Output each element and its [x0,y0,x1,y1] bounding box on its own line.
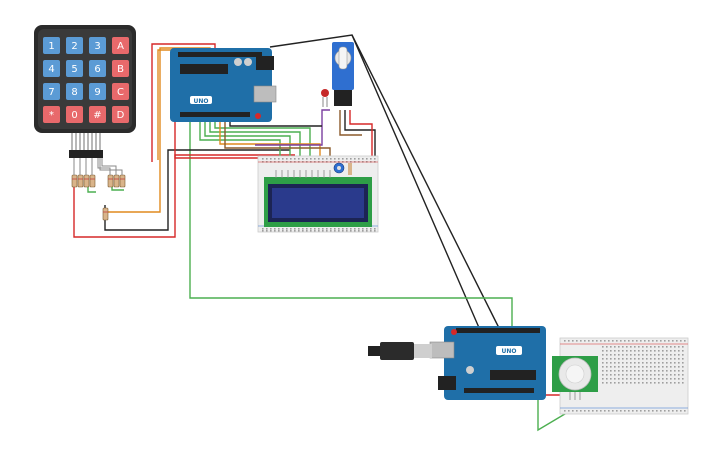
servo [332,42,354,106]
keypad-key-label: C [117,87,124,98]
keypad-key-8: 8 [66,83,83,100]
wire-orange-lcd [219,120,321,165]
keypad-key-label: 5 [71,64,77,75]
lcd-display [264,170,372,227]
keypad-key-label: 1 [48,41,54,52]
keypad-key-label: 8 [71,87,77,98]
keypad-key-label: * [49,110,54,121]
wire-black-servo [344,110,376,158]
resistor [119,174,126,188]
keypad-key-0: 0 [66,106,83,123]
wire-green-lcd4 [214,120,311,165]
keypad-key-C: C [112,83,129,100]
resistor [77,174,84,188]
keypad-key-5: 5 [66,60,83,77]
wire-brown-servo [339,110,362,136]
keypad-key-label: 7 [48,87,54,98]
keypad-connector [69,150,103,158]
keypad-key-label: 6 [94,64,100,75]
wire-green-lcd1 [199,120,281,165]
keypad-keys: 1 2 3 A 4 5 6 B 7 8 9 C * 0 # D [43,37,129,123]
wire-green-long [189,120,513,330]
arduino-top-usb [253,85,277,103]
keypad-key-7: 7 [43,83,60,100]
keypad-key-*: * [43,106,60,123]
keypad-key-6: 6 [89,60,106,77]
keypad-key-9: 9 [89,83,106,100]
keypad-key-1: 1 [43,37,60,54]
arduino-bottom: UNO [429,326,546,400]
arduino-bottom-power-jack [438,376,456,390]
arduino-bottom-reset-button [451,329,457,335]
resistor [113,174,120,188]
breadboard-bottom-holes [564,340,686,412]
resistor [348,163,352,175]
lcd-screen [272,188,364,218]
arduino-bottom-chip [490,370,536,380]
resistor [102,207,109,221]
resistor [107,174,114,188]
arduino-top: UNO [170,48,277,122]
keypad-key-label: A [117,41,124,52]
led-dome [321,89,329,97]
keypad-key-label: D [117,110,125,121]
keypad-key-B: B [112,60,129,77]
keypad: 1 2 3 A 4 5 6 B 7 8 9 C * 0 # D [34,25,136,221]
arduino-bottom-usb [429,341,455,359]
resistor [89,174,96,188]
led [321,89,329,107]
wires [73,34,581,432]
keypad-key-2: 2 [66,37,83,54]
keypad-key-3: 3 [89,37,106,54]
keypad-ribbon-pins [71,133,101,150]
keypad-key-4: 4 [43,60,60,77]
keypad-key-label: 0 [71,110,77,121]
wire-black-long-2 [351,34,501,331]
arduino-bottom-logo: UNO [502,348,517,355]
wire-green-lcd2 [204,120,291,165]
keypad-key-label: 3 [94,41,100,52]
keypad-key-label: 9 [94,87,100,98]
keypad-resistors [71,174,126,221]
keypad-key-#: # [89,106,106,123]
resistor [71,174,78,188]
arduino-top-power-jack [256,56,274,70]
arduino-bottom-board [444,326,546,400]
pir-sensor [552,356,598,400]
keypad-key-A: A [112,37,129,54]
keypad-key-D: D [112,106,129,123]
wire-purple-servo [255,109,330,146]
resistor [83,174,90,188]
wire-red-servo [349,110,373,158]
keypad-key-label: 4 [48,64,54,75]
keypad-key-label: 2 [71,41,77,52]
keypad-key-label: B [117,64,124,75]
usb-cable [368,342,432,360]
wire-black-left [104,149,290,231]
keypad-key-label: # [93,110,101,121]
wire-red-left [73,154,295,238]
arduino-top-logo: UNO [194,98,209,105]
arduino-top-chip [180,64,228,74]
